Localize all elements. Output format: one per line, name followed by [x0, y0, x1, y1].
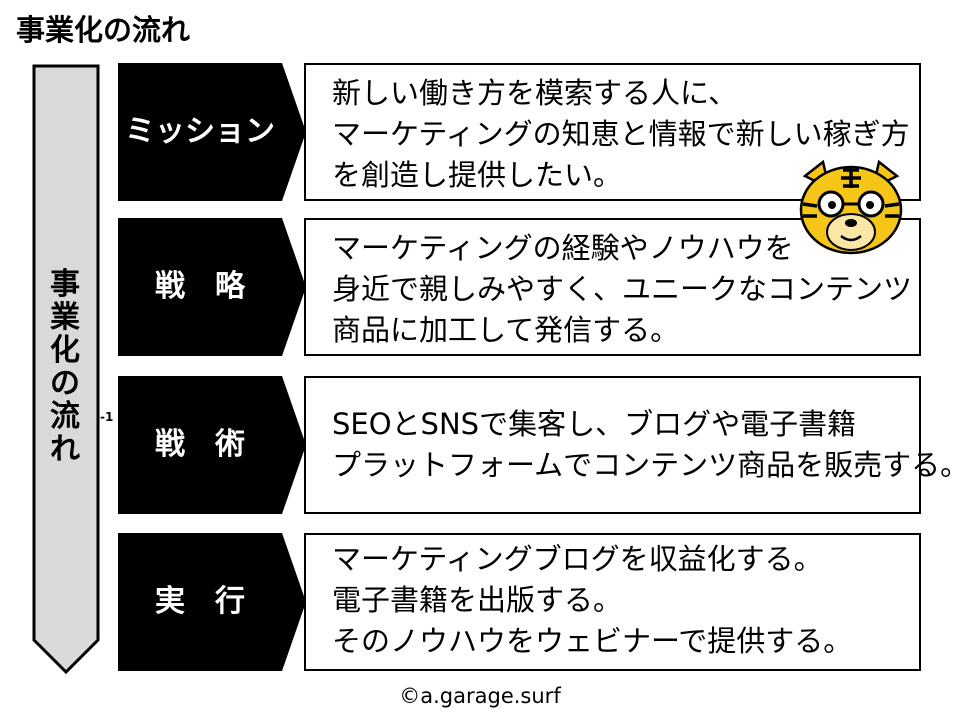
- description-line: 電子書籍を出版する。: [332, 583, 623, 617]
- description-line: 商品に加工して発信する。: [332, 313, 680, 347]
- description-line: マーケティングの知恵と情報で新しい稼ぎ方: [332, 117, 910, 151]
- flow-arrow-char: の: [50, 366, 80, 401]
- stage-execution: 実 行: [118, 533, 306, 671]
- stage-strategy: 戦 略: [118, 218, 306, 356]
- copyright-footer: ©a.garage.surf: [399, 684, 561, 708]
- stage-mission-label: ミッション: [125, 114, 275, 149]
- description-line: を創造し提供したい。: [332, 158, 623, 192]
- description-line: 新しい働き方を模索する人に、: [332, 76, 738, 110]
- stage-execution-label: 実 行: [155, 584, 245, 619]
- flow-arrow-label: 事 業 化 の 流 れ: [40, 268, 90, 466]
- flow-arrow: [32, 64, 100, 675]
- stage-mission: ミッション: [118, 63, 306, 201]
- description-line: マーケティングの経験やノウハウを: [332, 231, 794, 265]
- description-line: マーケティングブログを収益化する。: [332, 542, 823, 576]
- stage-strategy-label: 戦 略: [155, 269, 245, 304]
- description-line: そのノウハウをウェビナーで提供する。: [332, 624, 853, 658]
- description-line: プラットフォームでコンテンツ商品を販売する。: [332, 448, 960, 482]
- flow-arrow-char: 業: [50, 300, 80, 335]
- stray-mark: -1: [100, 410, 114, 424]
- description-line: SEOとSNSで集客し、ブログや電子書籍: [332, 407, 857, 441]
- tiger-with-glasses-icon: [799, 159, 903, 255]
- flow-arrow-char: れ: [50, 432, 80, 467]
- flow-arrow-char: 流: [50, 399, 80, 434]
- description-line: 身近で親しみやすく、ユニークなコンテンツ: [332, 272, 913, 306]
- page-title: 事業化の流れ: [16, 13, 191, 47]
- stage-tactics-label: 戦 術: [155, 427, 245, 462]
- stage-tactics-description: SEOとSNSで集客し、ブログや電子書籍 プラットフォームでコンテンツ商品を販売…: [304, 376, 960, 514]
- stage-tactics: 戦 術: [118, 376, 306, 514]
- stage-execution-description: マーケティングブログを収益化する。 電子書籍を出版する。 そのノウハウをウェビナ…: [304, 533, 921, 671]
- flow-arrow-char: 事: [50, 267, 80, 302]
- flow-arrow-char: 化: [50, 333, 80, 368]
